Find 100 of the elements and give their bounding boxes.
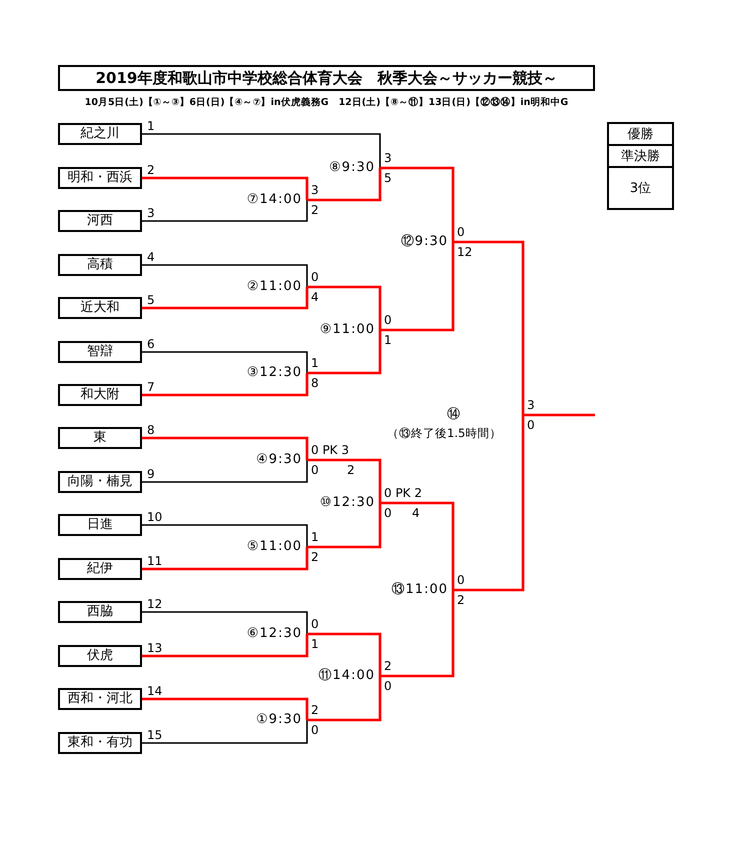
score-label: 1 xyxy=(310,638,320,651)
score-label: 1 xyxy=(310,357,320,370)
score-label: 0 xyxy=(456,574,466,587)
score-label: 0 xyxy=(383,680,393,693)
score-label: 0 xyxy=(310,724,320,737)
match-time: ⑬11:00 xyxy=(392,580,453,600)
score-label: 0 xyxy=(310,618,320,631)
match-number: ⑭ xyxy=(447,406,460,423)
match-time: ①9:30 xyxy=(256,710,307,730)
seed-number: 7 xyxy=(147,380,155,394)
bracket-line xyxy=(142,634,308,658)
team-name-box: 東 xyxy=(58,427,142,449)
team-name-box: 東和・有功 xyxy=(58,732,142,754)
score-label: 0 xyxy=(383,314,393,327)
match-time: ⑩12:30 xyxy=(320,493,380,513)
penalty-score: 2 xyxy=(346,464,356,477)
team-name-box: 高積 xyxy=(58,254,142,276)
seed-number: 2 xyxy=(147,163,155,177)
score-label: 0 PK 3 xyxy=(310,444,350,457)
bracket-line xyxy=(142,547,308,570)
score-label: 0 xyxy=(456,226,466,239)
bracket-line xyxy=(307,503,382,548)
match-time: ⑨11:00 xyxy=(320,320,380,340)
score-label: 1 xyxy=(310,531,320,544)
bracket-line xyxy=(142,524,308,547)
title-box: 2019年度和歌山市中学校総合体育大会 秋季大会～サッカー競技～ xyxy=(58,65,595,91)
bracket-line xyxy=(380,502,454,590)
bracket-line xyxy=(307,676,382,722)
score-label: 3 xyxy=(383,152,393,165)
seed-number: 11 xyxy=(147,554,162,568)
seed-number: 9 xyxy=(147,467,155,481)
team-name-box: 日進 xyxy=(58,514,142,536)
seed-number: 1 xyxy=(147,119,155,133)
team-name-box: 近大和 xyxy=(58,297,142,319)
score-label: 2 xyxy=(310,204,320,217)
score-label: 0 xyxy=(383,507,393,520)
team-name-box: 明和・西浜 xyxy=(58,167,142,189)
bracket-line xyxy=(142,373,308,396)
match-time: ⑫9:30 xyxy=(400,232,453,252)
bracket-line xyxy=(307,330,382,374)
result-table-cell: 3位 xyxy=(607,166,674,210)
bracket-line xyxy=(142,176,308,200)
score-label: 2 xyxy=(456,594,466,607)
result-table-cell: 優勝 xyxy=(607,122,674,146)
bracket-line xyxy=(307,458,382,503)
seed-number: 3 xyxy=(147,206,155,220)
bracket-line xyxy=(142,351,308,373)
bracket-line xyxy=(307,168,382,202)
team-name-box: 和大附 xyxy=(58,384,142,406)
score-label: 1 xyxy=(383,334,393,347)
seed-number: 12 xyxy=(147,597,162,611)
match-time: ③12:30 xyxy=(246,363,307,383)
bracket-line xyxy=(307,632,382,676)
team-name-box: 紀之川 xyxy=(58,123,142,145)
bracket-line xyxy=(380,590,454,678)
score-label: 2 xyxy=(310,551,320,564)
match-time: ④9:30 xyxy=(256,450,307,470)
team-name-box: 向陽・楠見 xyxy=(58,471,142,493)
score-label: 2 xyxy=(383,660,393,673)
score-label: 0 xyxy=(526,419,536,432)
bracket-line xyxy=(142,611,308,634)
score-label: 0 xyxy=(310,464,320,477)
score-label: 4 xyxy=(310,291,320,304)
team-name-box: 紀伊 xyxy=(58,558,142,580)
seed-number: 8 xyxy=(147,423,155,437)
seed-number: 5 xyxy=(147,293,155,307)
score-label: 12 xyxy=(456,246,474,259)
match-time: ⑦14:00 xyxy=(246,190,307,210)
match-time: ⑤11:00 xyxy=(246,537,307,557)
bracket-line xyxy=(142,436,308,460)
bracket-line xyxy=(453,415,524,592)
score-label: 8 xyxy=(310,377,320,390)
schedule-note: （⑬終了後1.5時間） xyxy=(387,426,502,441)
score-label: 5 xyxy=(383,172,393,185)
score-label: 3 xyxy=(310,184,320,197)
bracket-line xyxy=(142,133,381,168)
bracket-line xyxy=(453,240,524,415)
bracket-line xyxy=(142,460,308,483)
team-name-box: 西和・河北 xyxy=(58,688,142,710)
seed-number: 13 xyxy=(147,641,162,655)
seed-number: 10 xyxy=(147,510,162,524)
bracket-line xyxy=(142,720,308,744)
bracket-line xyxy=(307,286,382,330)
result-table-cell: 準決勝 xyxy=(607,144,674,168)
bracket-line xyxy=(380,242,454,332)
team-name-box: 河西 xyxy=(58,210,142,232)
score-label: 0 PK 2 xyxy=(383,487,424,500)
seed-number: 4 xyxy=(147,250,155,264)
bracket-line xyxy=(142,200,308,222)
match-time: ⑪14:00 xyxy=(318,666,380,686)
match-time: ⑥12:30 xyxy=(246,624,307,644)
team-name-box: 西脇 xyxy=(58,601,142,623)
bracket-line xyxy=(523,414,595,416)
bracket-line xyxy=(142,287,308,310)
score-label: 0 xyxy=(310,271,320,284)
seed-number: 15 xyxy=(147,728,162,742)
bracket-line xyxy=(142,698,308,720)
bracket-line xyxy=(142,264,308,287)
score-label: 2 xyxy=(310,704,320,717)
team-name-box: 智辯 xyxy=(58,341,142,363)
